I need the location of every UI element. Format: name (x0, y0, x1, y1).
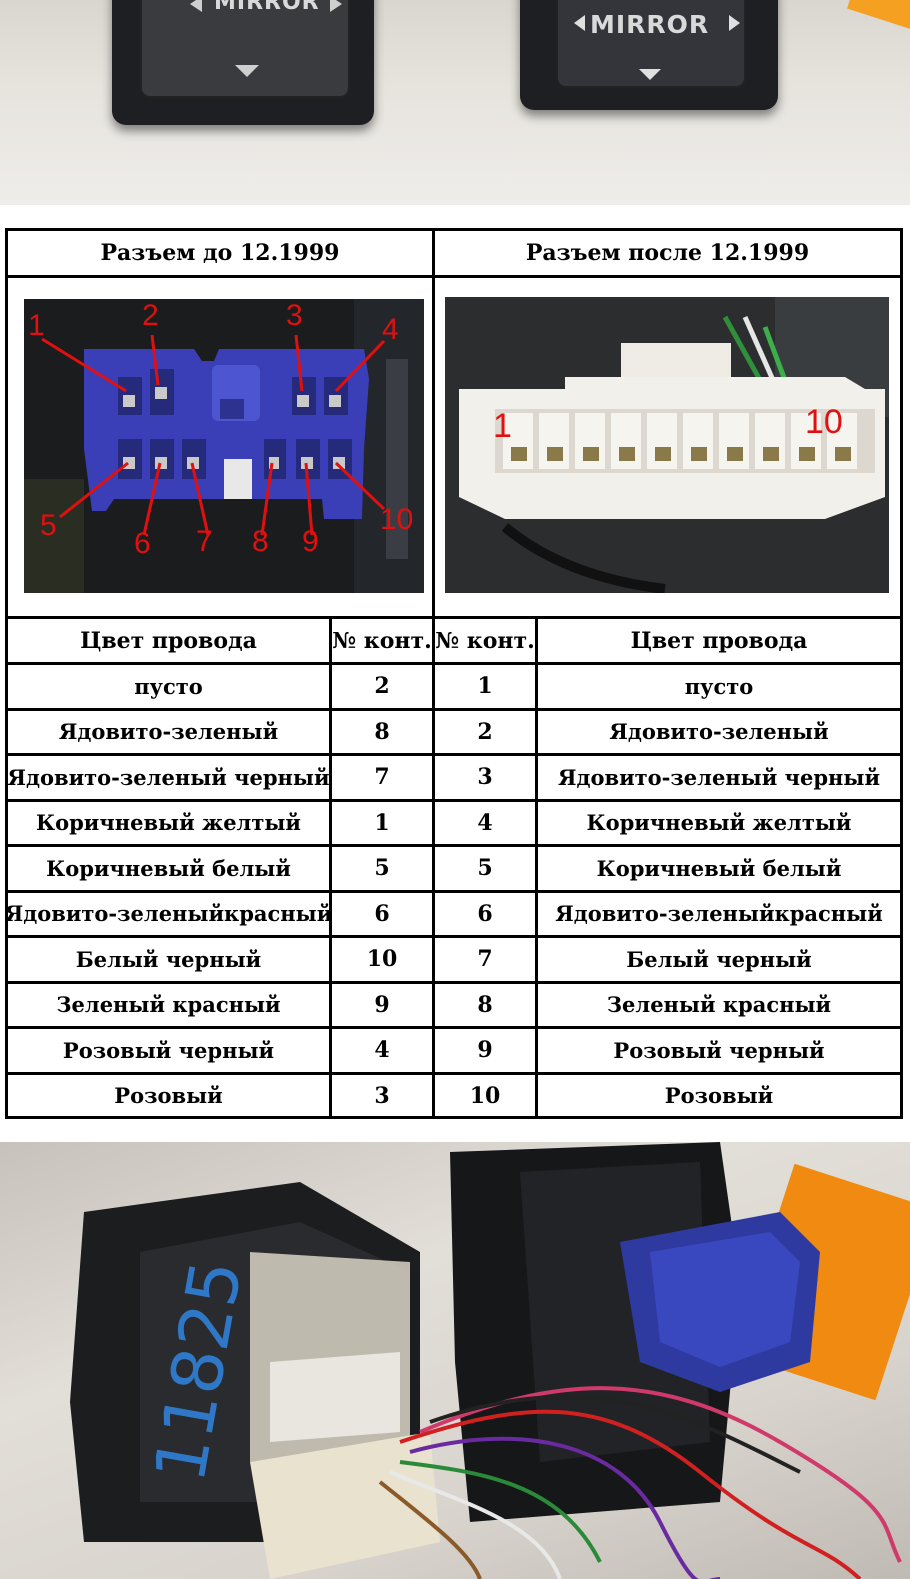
bottom-photo-switch-backs: 11825 (0, 1142, 910, 1579)
arrow-down-icon (235, 65, 259, 77)
pin-number-left: 3 (374, 1082, 390, 1109)
pin-number-right: 3 (477, 764, 493, 791)
old-connector-photo: 1 2 3 4 5 6 7 8 9 10 (24, 299, 424, 593)
pin-number-right: 10 (469, 1082, 501, 1109)
arrow-left-icon (190, 0, 202, 12)
wire-color-right: Ядовито-зеленыйкрасный (555, 901, 883, 927)
wire-color-left: Коричневый белый (46, 855, 291, 881)
pin-number-left: 10 (366, 946, 398, 973)
header-old-connector: Разъем до 12.1999 (100, 240, 340, 266)
wire-color-right: Розовый (664, 1083, 774, 1109)
new-switch-label: MIRROR (590, 10, 710, 39)
old-switch-label: MIRROR (214, 0, 320, 15)
pin-number-right: 8 (477, 991, 493, 1018)
wire-color-right: Ядовито-зеленый (609, 719, 829, 745)
pin-label-10: 10 (380, 503, 414, 536)
pin-number-left: 1 (374, 809, 390, 836)
wire-color-right: пусто (684, 673, 754, 699)
col-header-wire-color-right: Цвет провода (630, 627, 808, 654)
pin-number-right: 1 (477, 673, 493, 700)
pin-number-right: 4 (477, 809, 493, 836)
pin-number-left: 7 (374, 764, 390, 791)
pin-label-4: 4 (382, 313, 399, 346)
old-switch-face: MIRROR (140, 0, 350, 98)
wire-color-left: Розовый (114, 1083, 223, 1109)
wire-color-right: Ядовито-зеленый черный (557, 764, 881, 790)
pin-number-left: 5 (374, 855, 390, 882)
new-connector-drawing (445, 297, 889, 593)
pin-number-right: 2 (477, 718, 493, 745)
bottom-photo-drawing: 11825 (70, 1142, 910, 1579)
pin-label-9: 9 (302, 525, 319, 558)
pin-number-left: 9 (374, 991, 390, 1018)
col-header-pin-left: № конт. (332, 627, 432, 654)
pin-label-1: 1 (28, 309, 45, 342)
wire-color-left: Зеленый красный (56, 992, 281, 1018)
wire-color-right: Белый черный (626, 946, 812, 972)
old-mirror-switch: MIRROR (112, 0, 374, 125)
pin-number-right: 9 (477, 1037, 493, 1064)
wire-color-left: Ядовито-зеленыйкрасный (4, 901, 333, 927)
pin-number-left: 4 (374, 1037, 390, 1064)
wire-color-left: пусто (134, 673, 203, 699)
new-switch-face: MIRROR (556, 0, 746, 88)
arrow-right-icon (330, 0, 342, 12)
wire-color-right: Коричневый желтый (586, 810, 852, 836)
arrow-left-icon (574, 15, 585, 31)
pin-number-right: 5 (477, 855, 493, 882)
pin-label-3: 3 (286, 299, 303, 332)
new-pin-label-10: 10 (805, 403, 843, 441)
wire-color-right: Зеленый красный (606, 992, 832, 1018)
pin-label-2: 2 (142, 299, 159, 332)
top-photo-mirror-switches: MIRROR MIRROR (0, 0, 910, 205)
pin-label-5: 5 (40, 509, 57, 542)
wire-color-right: Коричневый белый (596, 855, 842, 881)
wire-color-left: Ядовито-зеленый черный (7, 764, 330, 790)
pin-label-8: 8 (252, 525, 269, 558)
pin-number-left: 2 (374, 673, 390, 700)
orange-tool-edge (847, 0, 910, 31)
col-header-wire-color-left: Цвет провода (80, 627, 257, 654)
pin-number-right: 7 (477, 946, 493, 973)
new-pin-label-1: 1 (493, 407, 512, 445)
arrow-right-icon (729, 15, 740, 31)
header-new-connector: Разъем после 12.1999 (525, 240, 810, 266)
wire-color-left: Ядовито-зеленый (58, 719, 279, 745)
new-mirror-switch: MIRROR (520, 0, 778, 110)
pin-number-right: 6 (477, 900, 493, 927)
arrow-down-icon (639, 69, 661, 80)
pin-number-left: 6 (374, 900, 390, 927)
wire-color-left: Коричневый желтый (35, 810, 301, 836)
wire-color-right: Розовый черный (613, 1037, 825, 1063)
pin-label-6: 6 (134, 527, 151, 560)
wire-color-left: Белый черный (75, 946, 262, 972)
col-header-pin-right: № конт. (435, 627, 535, 654)
wire-color-left: Розовый черный (62, 1037, 275, 1063)
old-connector-drawing (24, 299, 424, 593)
pin-number-left: 8 (374, 718, 390, 745)
pin-label-7: 7 (196, 525, 213, 558)
pinout-diagram: Разъем до 12.1999 Разъем после 12.1999 (5, 228, 903, 1119)
new-connector-photo: 1 10 (445, 297, 889, 593)
